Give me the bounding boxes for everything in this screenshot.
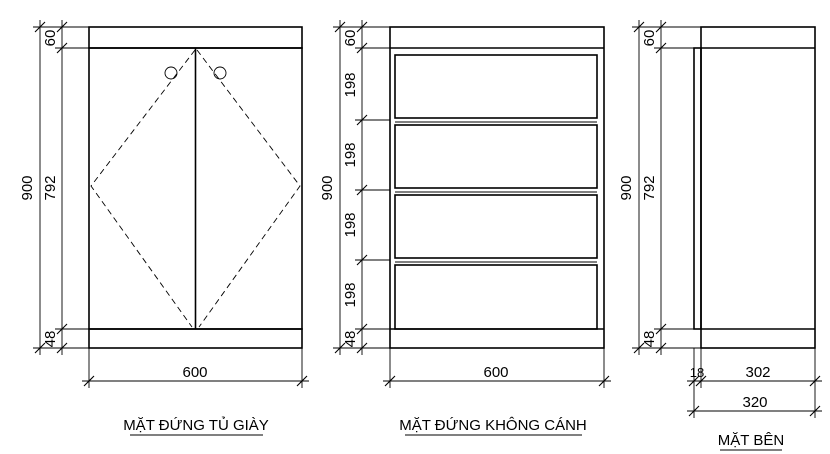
dim-width: 600 [483,364,508,381]
view-title: MẶT ĐỨNG TỦ GIÀY [123,416,269,434]
vertical-dimensions [33,20,89,355]
dim-shelf-3: 198 [342,212,359,237]
dim-shelf-4: 198 [342,282,359,307]
right-door-handle-icon [213,66,227,80]
dim-top: 60 [342,30,359,47]
dim-base: 48 [641,331,658,348]
dim-shelf-2: 198 [342,142,359,167]
horizontal-dimensions [687,348,822,418]
vertical-dimensions [333,20,390,355]
dim-total-height: 900 [618,175,635,200]
dim-depth-body: 302 [745,364,770,381]
dim-body: 792 [641,175,658,200]
dim-width: 600 [182,364,207,381]
dim-shelf-1: 198 [342,72,359,97]
compartment-3 [394,194,598,259]
view-front-door: 900 60 792 48 600 MẶT ĐỨNG TỦ GIÀY [19,20,309,436]
view-side: 900 60 792 48 18 302 320 MẶT BÊN [618,20,822,451]
compartment-1 [394,54,598,119]
vertical-dimensions [632,20,701,355]
dim-total-height: 900 [319,175,336,200]
dim-body: 792 [42,175,59,200]
compartment-4 [394,264,598,330]
dim-door: 18 [690,365,704,380]
horizontal-dimension [383,348,611,388]
dim-base: 48 [42,331,59,348]
horizontal-dimension [82,348,309,388]
door-thickness [693,47,702,330]
view-front-open: 900 60 198 198 198 198 48 600 MẶT ĐỨNG K… [319,20,611,436]
left-door-swing-lines [90,49,196,328]
dim-depth-total: 320 [742,394,767,411]
dim-top: 60 [641,30,658,47]
dim-base: 48 [342,331,359,348]
view-title: MẶT ĐỨNG KHÔNG CÁNH [399,417,587,434]
top-board [88,26,303,49]
left-door-handle-icon [164,66,178,80]
dim-total-height: 900 [19,175,36,200]
cabinet-outline [389,26,605,349]
view-title: MẶT BÊN [718,432,784,449]
dim-top: 60 [42,30,59,47]
compartment-2 [394,124,598,189]
base-plinth [88,328,303,349]
side-outline [700,26,816,349]
right-door-swing-lines [196,49,301,328]
